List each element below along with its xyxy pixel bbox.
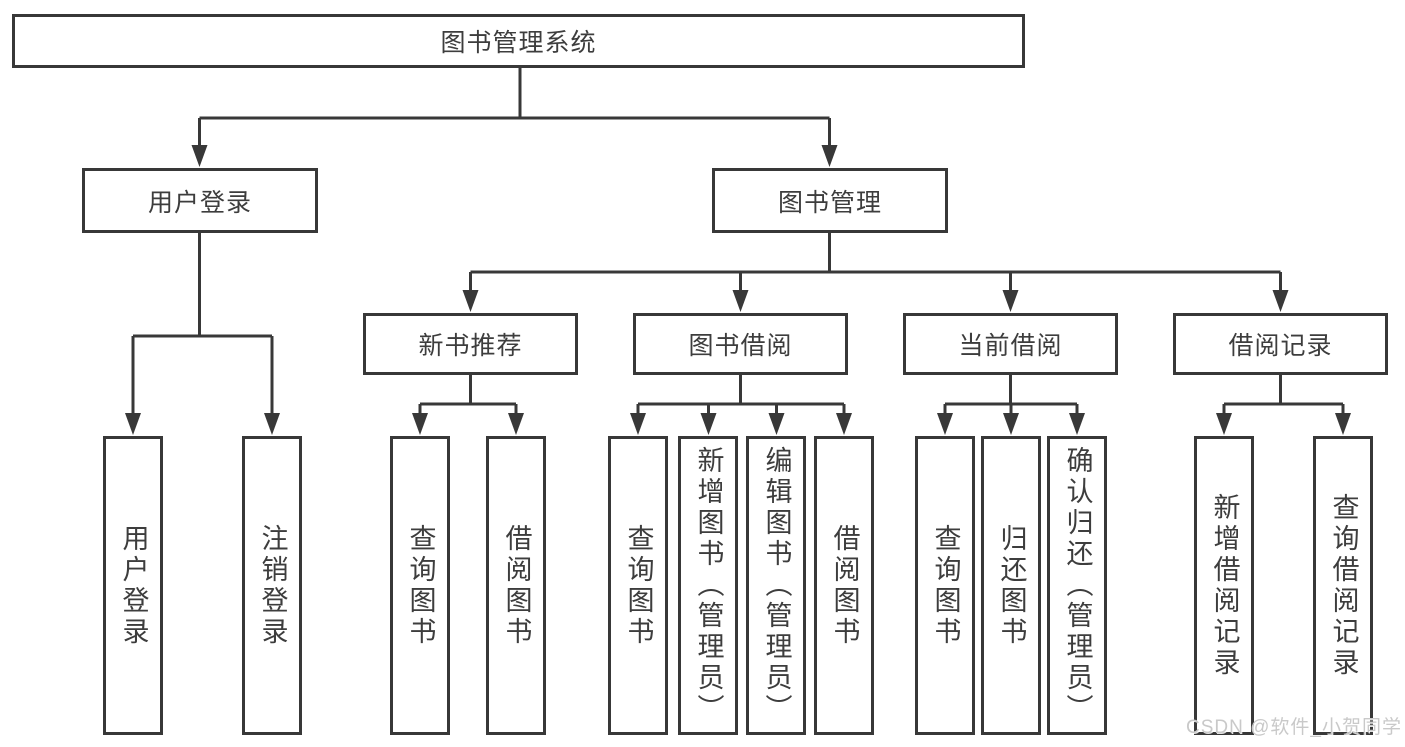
leaf-records-query-record: 查询借阅记录 xyxy=(1313,436,1373,735)
leaf-recommend-borrow-books: 借阅图书 xyxy=(486,436,546,735)
node-book-borrow: 图书借阅 xyxy=(633,313,848,375)
leaf-borrow-add-books-admin: 新增图书（管理员） xyxy=(678,436,738,735)
node-user-login: 用户登录 xyxy=(82,168,318,233)
leaf-current-return-books: 归还图书 xyxy=(981,436,1041,735)
node-current-borrow: 当前借阅 xyxy=(903,313,1118,375)
node-borrow-records: 借阅记录 xyxy=(1173,313,1388,375)
leaf-borrow-borrow-books: 借阅图书 xyxy=(814,436,874,735)
leaf-user-login: 用户登录 xyxy=(103,436,163,735)
node-book-management: 图书管理 xyxy=(712,168,948,233)
leaf-logout: 注销登录 xyxy=(242,436,302,735)
leaf-current-confirm-return-admin: 确认归还（管理员） xyxy=(1047,436,1107,735)
leaf-borrow-query-books: 查询图书 xyxy=(608,436,668,735)
leaf-borrow-edit-books-admin: 编辑图书（管理员） xyxy=(746,436,806,735)
leaf-records-add-record: 新增借阅记录 xyxy=(1194,436,1254,735)
csdn-watermark: CSDN @软件_小贺同学 xyxy=(1186,717,1402,738)
leaf-current-query-books: 查询图书 xyxy=(915,436,975,735)
node-new-book-recommend: 新书推荐 xyxy=(363,313,578,375)
node-root-system: 图书管理系统 xyxy=(12,14,1025,68)
leaf-recommend-query-books: 查询图书 xyxy=(390,436,450,735)
